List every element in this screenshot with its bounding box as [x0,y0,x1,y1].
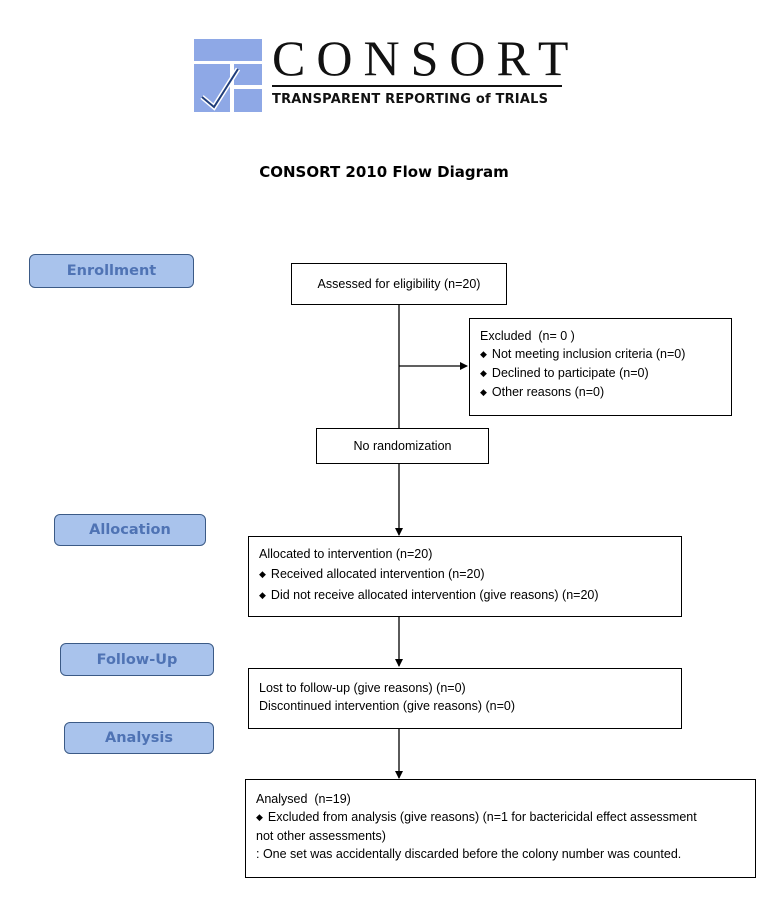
stage-follow-up: Follow-Up [60,643,214,676]
analysed-heading: Analysed (n=19) [256,792,351,806]
excluded-item: ◆ Declined to participate (n=0) [480,364,721,383]
excluded-item-text: Not meeting inclusion criteria (n=0) [491,347,686,361]
excluded-item: ◆ Other reasons (n=0) [480,383,721,402]
stage-analysis: Analysis [64,722,214,754]
allocated-heading: Allocated to intervention (n=20) [259,547,433,561]
excluded-item: ◆ Not meeting inclusion criteria (n=0) [480,345,721,364]
assessed-text: Assessed for eligibility (n=20) [317,277,481,291]
bullet-icon: ◆ [480,349,487,359]
allocated-item-text: Did not receive allocated intervention (… [270,588,599,602]
allocated-box: Allocated to intervention (n=20) ◆ Receiv… [248,536,682,617]
analysed-bullet-text: Excluded from analysis (give reasons) (n… [267,810,697,824]
followup-line: Discontinued intervention (give reasons)… [259,699,516,713]
allocated-item: ◆ Received allocated intervention (n=20) [259,565,671,584]
analysed-line: not other assessments) [256,829,386,843]
followup-line: Lost to follow-up (give reasons) (n=0) [259,681,466,695]
bullet-icon: ◆ [259,590,266,600]
randomization-box: No randomization [316,428,489,464]
bullet-icon: ◆ [480,368,487,378]
logo-divider [272,85,562,87]
bullet-icon: ◆ [259,569,266,579]
analysed-line: : One set was accidentally discarded bef… [256,847,682,861]
excluded-item-text: Other reasons (n=0) [491,385,605,399]
excluded-heading: Excluded (n= 0 ) [480,329,575,343]
stage-allocation: Allocation [54,514,206,546]
logo-tagline: TRANSPARENT REPORTING of TRIALS [272,92,549,107]
assessed-box: Assessed for eligibility (n=20) [291,263,507,305]
bullet-icon: ◆ [480,387,487,397]
allocated-item: ◆ Did not receive allocated intervention … [259,586,671,605]
bullet-icon: ◆ [256,812,263,822]
consort-logo-mark [194,39,262,112]
allocated-item-text: Received allocated intervention (n=20) [270,567,485,581]
followup-box: Lost to follow-up (give reasons) (n=0) D… [248,668,682,729]
diagram-title: CONSORT 2010 Flow Diagram [259,163,509,181]
analysed-bullet-line: ◆ Excluded from analysis (give reasons) (… [256,808,745,827]
analysed-box: Analysed (n=19) ◆ Excluded from analysis … [245,779,756,878]
stage-enrollment: Enrollment [29,254,194,288]
excluded-item-text: Declined to participate (n=0) [491,366,649,380]
excluded-box: Excluded (n= 0 ) ◆ Not meeting inclusion … [469,318,732,416]
logo-wordmark: CONSORT [272,30,580,86]
randomization-text: No randomization [353,439,452,453]
